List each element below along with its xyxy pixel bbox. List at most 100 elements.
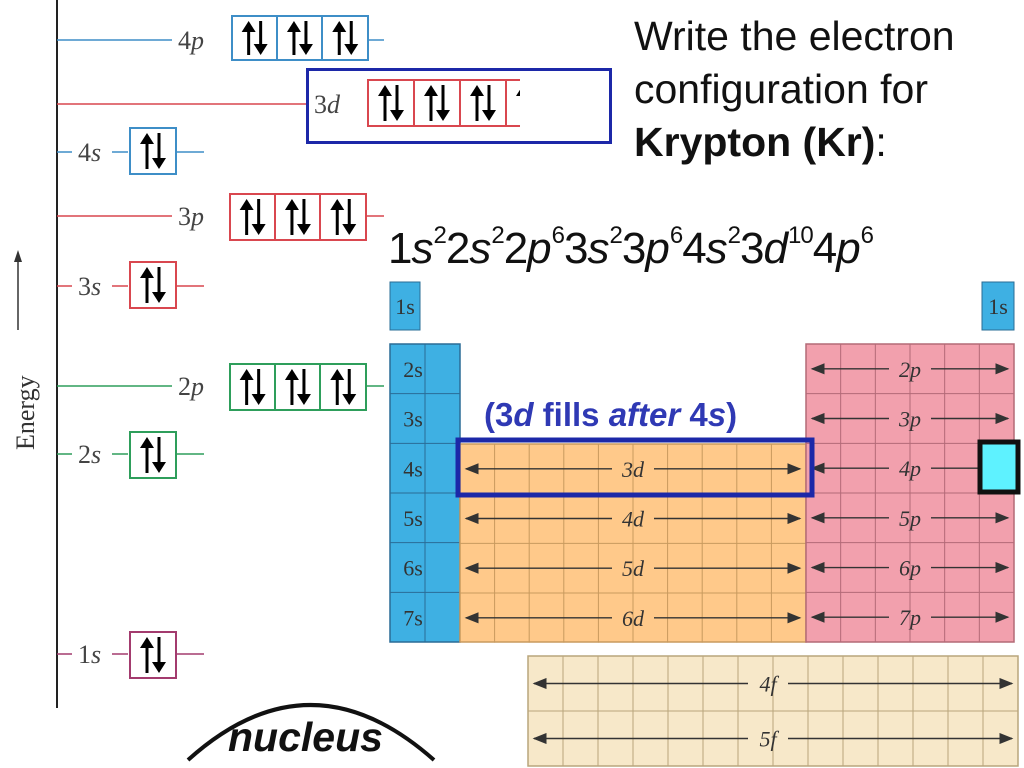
config-term-3p: 3p6 <box>621 222 683 273</box>
spin-down-arrow <box>298 21 313 55</box>
orbital-2s: 2s <box>57 431 204 479</box>
element-name: Krypton (Kr) <box>634 119 876 165</box>
orbital-2p: 2p <box>57 363 384 411</box>
spin-up-arrow <box>284 199 299 235</box>
orbital-2p-label: 2p <box>178 372 204 401</box>
note-s: s <box>707 396 727 433</box>
krypton-cell-marker <box>977 439 1021 495</box>
note-d: d <box>513 396 534 433</box>
orbital-4s-label: 4s <box>78 138 101 167</box>
note-four: 4 <box>680 396 708 433</box>
p-block: 2p 3p 4p 5p 6p 7p <box>805 343 1015 643</box>
note-after: after <box>608 396 681 433</box>
spin-up-arrow <box>239 369 254 405</box>
electron-arrows <box>140 21 520 673</box>
spin-down-arrow <box>436 85 450 121</box>
spin-down-arrow <box>152 133 166 169</box>
spin-down-arrow <box>342 199 357 235</box>
spin-up-arrow <box>140 267 154 303</box>
electron-configuration: 1s22s22p63s23p64s23d104p6 <box>388 222 874 274</box>
spin-down-arrow <box>152 437 166 473</box>
spin-up-arrow <box>239 199 254 235</box>
orbital-1s: 1s <box>57 631 204 679</box>
s-row-label: 3s <box>403 407 423 432</box>
d-grid-row-label: 3d <box>621 457 645 482</box>
p-grid-row-label: 4p <box>899 456 921 481</box>
orbital-4s: 4s <box>57 127 204 175</box>
he-cell <box>981 281 1015 331</box>
spin-up-arrow <box>516 89 520 96</box>
d-block: 3d 4d 5d 6d <box>459 443 807 643</box>
spin-down-arrow <box>296 199 311 235</box>
spin-up-arrow <box>330 199 345 235</box>
p-grid-row-label: 3p <box>898 407 921 432</box>
p-grid-row-label: 5p <box>899 506 921 531</box>
config-term-3s: 3s2 <box>564 222 623 273</box>
s-row-label: 6s <box>403 556 423 581</box>
spin-down-arrow <box>152 267 166 303</box>
question-prompt: Write the electron configuration for Kry… <box>634 10 1019 169</box>
prompt-colon: : <box>875 119 887 165</box>
orbital-energy-diagram: Energy 4p 3d 4s 3p <box>11 0 520 762</box>
p-grid-row-label: 7p <box>899 605 921 630</box>
spin-up-arrow <box>140 133 154 169</box>
d-grid-row-label: 6d <box>622 606 645 631</box>
energy-arrow-icon <box>14 250 22 330</box>
config-term-4p: 4p6 <box>812 222 874 273</box>
note-mid: fills <box>533 396 609 433</box>
nucleus-label: nucleus <box>228 714 383 760</box>
s-row-label: 7s <box>403 605 423 630</box>
spin-up-arrow <box>330 369 345 405</box>
prompt-line-1: Write the electron <box>634 13 955 59</box>
spin-down-arrow <box>251 369 266 405</box>
orbital-3p-label: 3p <box>178 202 204 231</box>
config-term-3d: 3d10 <box>740 222 814 273</box>
f-row-label: 4f <box>759 672 779 697</box>
prompt-line-2: configuration for <box>634 66 929 112</box>
spin-up-arrow <box>140 637 154 673</box>
orbital-3s: 3s <box>57 261 204 309</box>
spin-down-arrow <box>342 369 357 405</box>
spin-up-arrow <box>378 85 392 121</box>
s-row-label: 4s <box>403 456 423 481</box>
orbital-3p: 3p <box>57 193 384 241</box>
s-block: 2s 3s 4s 5s 6s 7s <box>389 343 461 643</box>
orbital-4p-label: 4p <box>178 26 204 55</box>
orbital-2s-label: 2s <box>78 440 101 469</box>
spin-up-arrow <box>332 21 347 55</box>
energy-axis-label: Energy <box>11 375 40 450</box>
config-term-2s: 2s2 <box>445 222 505 273</box>
note-close: ) <box>726 396 738 433</box>
h-cell-label: 1s <box>395 294 415 319</box>
spin-up-arrow <box>284 369 299 405</box>
orbital-3s-label: 3s <box>78 272 101 301</box>
orbital-4p: 4p <box>57 15 384 61</box>
config-term-1s: 1s2 <box>388 222 447 273</box>
config-term-4s: 4s2 <box>682 222 741 273</box>
he-cell-label: 1s <box>988 294 1008 319</box>
d-grid-row-label: 5d <box>622 556 645 581</box>
spin-down-arrow <box>482 85 496 121</box>
spin-up-arrow <box>470 85 484 121</box>
p-grid-row-label: 6p <box>899 556 921 581</box>
spin-up-arrow <box>286 21 301 55</box>
spin-down-arrow <box>390 85 404 121</box>
spin-down-arrow <box>253 21 268 55</box>
spin-down-arrow <box>251 199 266 235</box>
spin-up-arrow <box>241 21 256 55</box>
spin-down-arrow <box>344 21 359 55</box>
s-row-label: 2s <box>403 357 423 382</box>
note-open: (3 <box>484 396 514 433</box>
p-grid-row-label: 2p <box>899 357 921 382</box>
config-term-2p: 2p6 <box>503 222 565 273</box>
3d-block-highlight <box>455 437 815 498</box>
spin-up-arrow <box>140 437 154 473</box>
h-cell <box>389 281 421 331</box>
s-row-label: 5s <box>403 506 423 531</box>
spin-down-arrow <box>296 369 311 405</box>
orbital-1s-label: 1s <box>78 640 101 669</box>
spin-down-arrow <box>152 637 166 673</box>
d-grid-row-label: 4d <box>622 507 645 532</box>
